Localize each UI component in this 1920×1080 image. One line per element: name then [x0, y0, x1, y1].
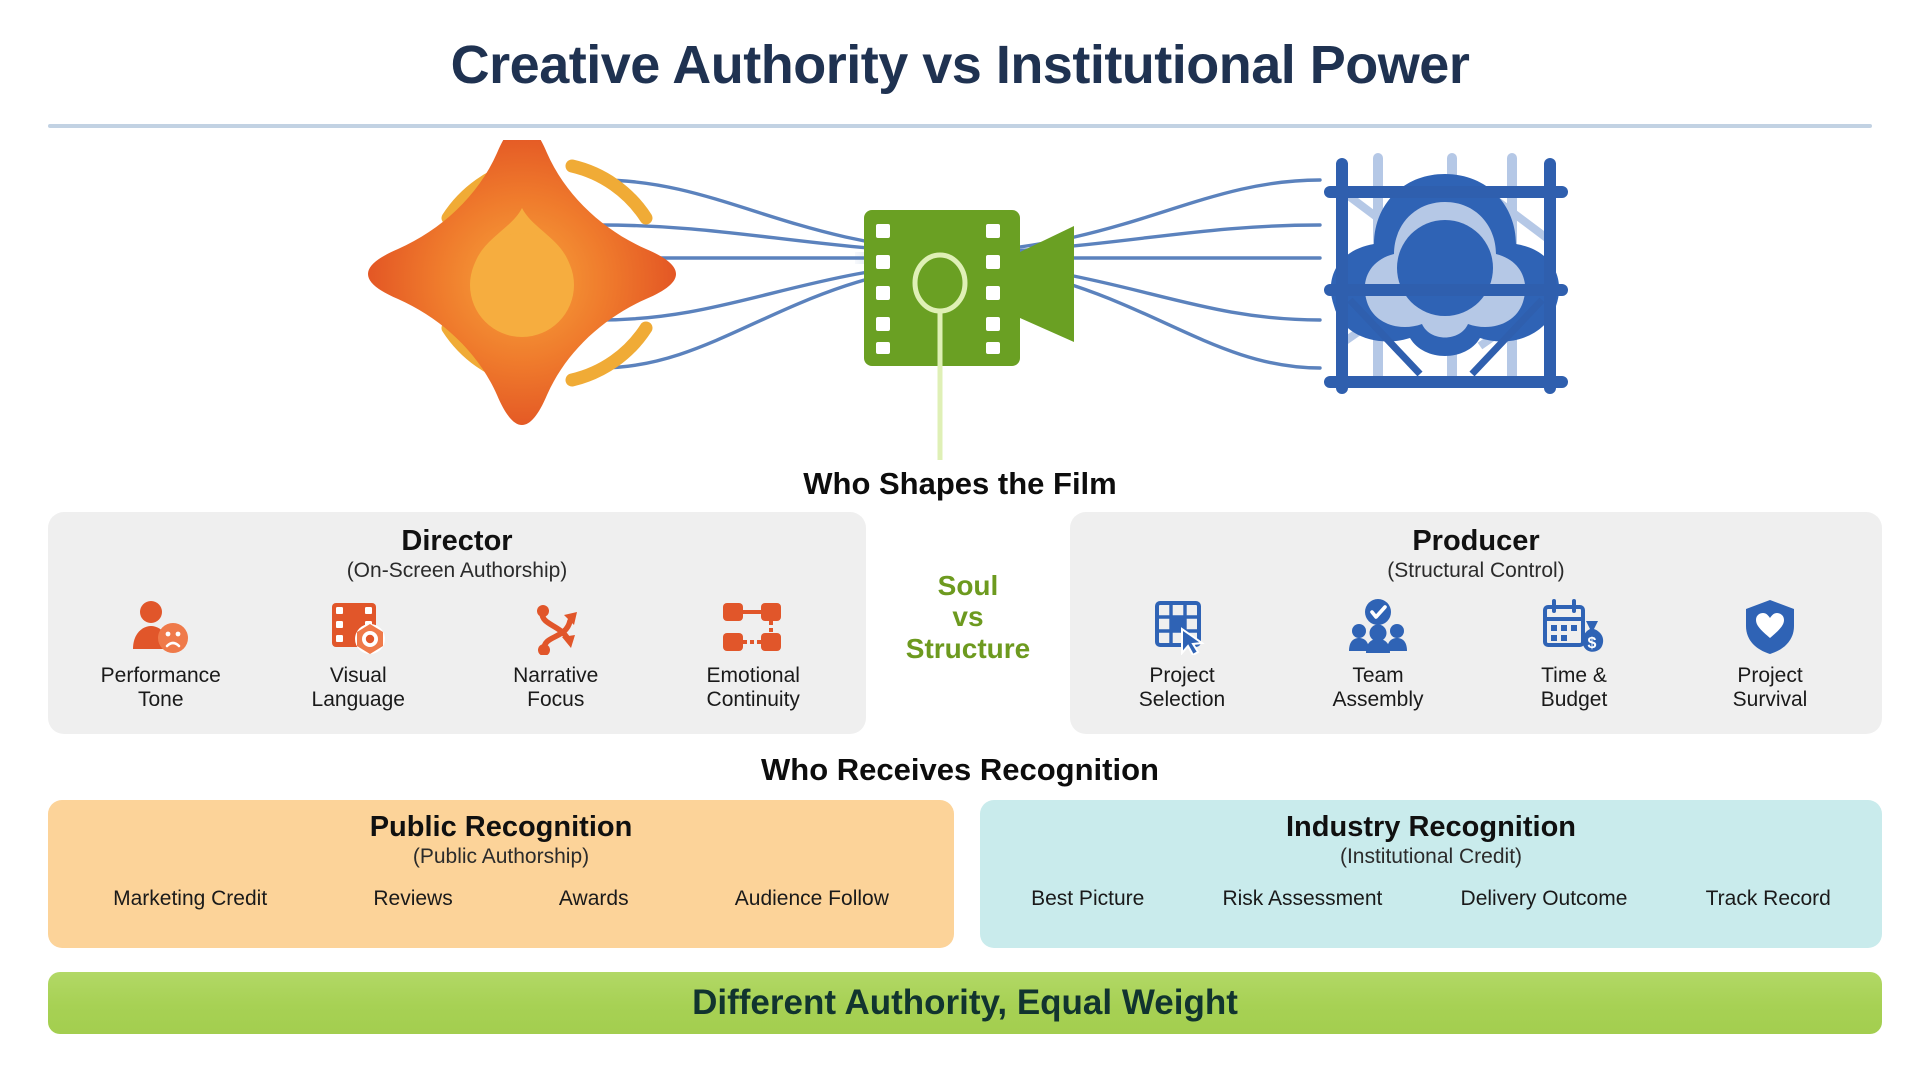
director-item-label: Visual Language	[311, 664, 405, 712]
calendar-money-icon: $	[1497, 597, 1652, 657]
producer-panel: Producer (Structural Control) Project Se…	[1070, 512, 1882, 734]
title-divider	[48, 124, 1872, 128]
shield-heart-icon	[1693, 597, 1848, 657]
director-subtitle: (On-Screen Authorship)	[346, 559, 568, 583]
director-item-label: Performance Tone	[100, 664, 221, 712]
public-recognition-panel: Public Recognition (Public Authorship) M…	[48, 800, 954, 948]
flow-diagram	[0, 140, 1920, 460]
recognition-item[interactable]: Audience Follow	[734, 887, 889, 910]
recognition-item[interactable]: Marketing Credit	[113, 887, 268, 910]
producer-item-project-selection[interactable]: Project Selection	[1105, 597, 1260, 711]
public-recognition-item-list: Marketing Credit Reviews Awards Audience…	[48, 887, 954, 911]
recognition-item[interactable]: Awards	[558, 887, 629, 910]
person-emotion-icon	[83, 597, 238, 657]
recognition-item[interactable]: Reviews	[373, 887, 453, 910]
director-item-emotional-continuity[interactable]: Emotional Continuity	[676, 597, 831, 711]
conclusion-banner: Different Authority, Equal Weight	[48, 972, 1882, 1034]
public-recognition-title: Public Recognition	[369, 811, 633, 843]
director-item-label: Narrative Focus	[513, 664, 599, 712]
public-recognition-subtitle: (Public Authorship)	[412, 845, 590, 868]
recognition-item[interactable]: Track Record	[1705, 887, 1831, 910]
industry-recognition-title: Industry Recognition	[1286, 811, 1576, 843]
producer-item-project-survival[interactable]: Project Survival	[1693, 597, 1848, 711]
director-item-label: Emotional Continuity	[706, 664, 800, 712]
node-link-flow-icon	[676, 597, 831, 657]
recognition-item[interactable]: Delivery Outcome	[1460, 887, 1628, 910]
grid-cursor-select-icon	[1105, 597, 1260, 657]
director-item-performance-tone[interactable]: Performance Tone	[83, 597, 238, 711]
branching-arrows-icon	[478, 597, 633, 657]
conclusion-banner-text: Different Authority, Equal Weight	[692, 983, 1238, 1022]
film-strip-eye-icon	[281, 597, 436, 657]
producer-item-team-assembly[interactable]: Team Assembly	[1301, 597, 1456, 711]
who-shapes-the-film-label: Who Shapes the Film	[803, 466, 1117, 501]
industry-recognition-subtitle: (Institutional Credit)	[1339, 845, 1523, 868]
scaffolding-structure-icon	[1324, 153, 1568, 394]
industry-recognition-panel: Industry Recognition (Institutional Cred…	[980, 800, 1882, 948]
producer-item-label: Team Assembly	[1332, 664, 1424, 712]
recognition-item[interactable]: Best Picture	[1031, 887, 1145, 910]
producer-item-label: Project Selection	[1138, 664, 1226, 712]
film-camera-icon	[864, 210, 1074, 460]
director-title: Director	[401, 525, 513, 557]
director-item-list: Performance Tone	[48, 597, 866, 711]
producer-item-label: Project Survival	[1732, 664, 1808, 712]
producer-item-list: Project Selection Team Assembly	[1070, 597, 1882, 711]
soul-vs-structure-label: Soul vs Structure	[905, 570, 1031, 664]
producer-item-time-budget[interactable]: $ Time & Budget	[1497, 597, 1652, 711]
svg-text:$: $	[1588, 635, 1597, 652]
producer-subtitle: (Structural Control)	[1387, 559, 1565, 583]
creative-spark-icon	[368, 140, 676, 425]
director-panel: Director (On-Screen Authorship) Performa…	[48, 512, 866, 734]
team-check-icon	[1301, 597, 1456, 657]
director-item-narrative-focus[interactable]: Narrative Focus	[478, 597, 633, 711]
producer-title: Producer	[1412, 525, 1540, 557]
producer-item-label: Time & Budget	[1540, 664, 1608, 712]
industry-recognition-item-list: Best Picture Risk Assessment Delivery Ou…	[980, 887, 1882, 911]
recognition-item[interactable]: Risk Assessment	[1222, 887, 1383, 910]
page-title: Creative Authority vs Institutional Powe…	[450, 35, 1470, 95]
who-receives-recognition-label: Who Receives Recognition	[761, 752, 1159, 787]
director-item-visual-language[interactable]: Visual Language	[281, 597, 436, 711]
